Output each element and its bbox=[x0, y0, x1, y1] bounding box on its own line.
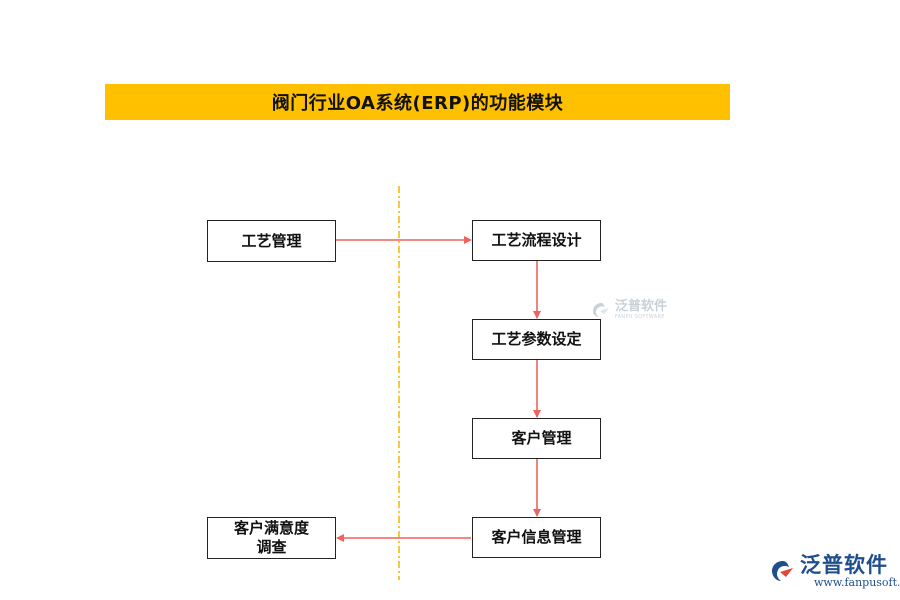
node-label: 工艺参数设定 bbox=[491, 330, 582, 348]
diagram-title: 阀门行业OA系统(ERP)的功能模块 bbox=[271, 93, 564, 114]
watermark-logo-icon bbox=[593, 303, 609, 317]
title-banner: 阀门行业OA系统(ERP)的功能模块 bbox=[105, 84, 730, 120]
brand-logo-icon bbox=[772, 561, 793, 581]
node-satisfaction-survey: 客户满意度 调查 bbox=[207, 517, 336, 559]
brand-url: www.fanpusoft.com bbox=[814, 576, 900, 589]
node-label: 客户管理 bbox=[511, 429, 572, 447]
node-parameter-setting: 工艺参数设定 bbox=[472, 319, 601, 360]
node-label-line2: 调查 bbox=[256, 538, 287, 556]
node-label: 工艺管理 bbox=[241, 231, 302, 250]
watermark: 泛普软件 FANPU SOFTWARE bbox=[592, 300, 667, 320]
node-customer-management: 客户管理 bbox=[472, 418, 601, 459]
node-label-line1: 客户满意度 bbox=[233, 519, 309, 537]
node-label: 工艺流程设计 bbox=[491, 231, 582, 249]
node-label: 客户信息管理 bbox=[491, 528, 582, 546]
watermark-name: 泛普软件 bbox=[615, 299, 668, 314]
watermark-sub: FANPU SOFTWARE bbox=[615, 314, 665, 320]
brand-logo: 泛普软件 www.fanpusoft.com bbox=[770, 553, 900, 589]
node-label-wrap: 客户满意度 调查 bbox=[234, 519, 309, 557]
node-craft-management: 工艺管理 bbox=[207, 220, 336, 262]
node-process-design: 工艺流程设计 bbox=[472, 220, 601, 261]
brand-name: 泛普软件 bbox=[800, 553, 888, 577]
node-customer-info-management: 客户信息管理 bbox=[472, 517, 601, 558]
